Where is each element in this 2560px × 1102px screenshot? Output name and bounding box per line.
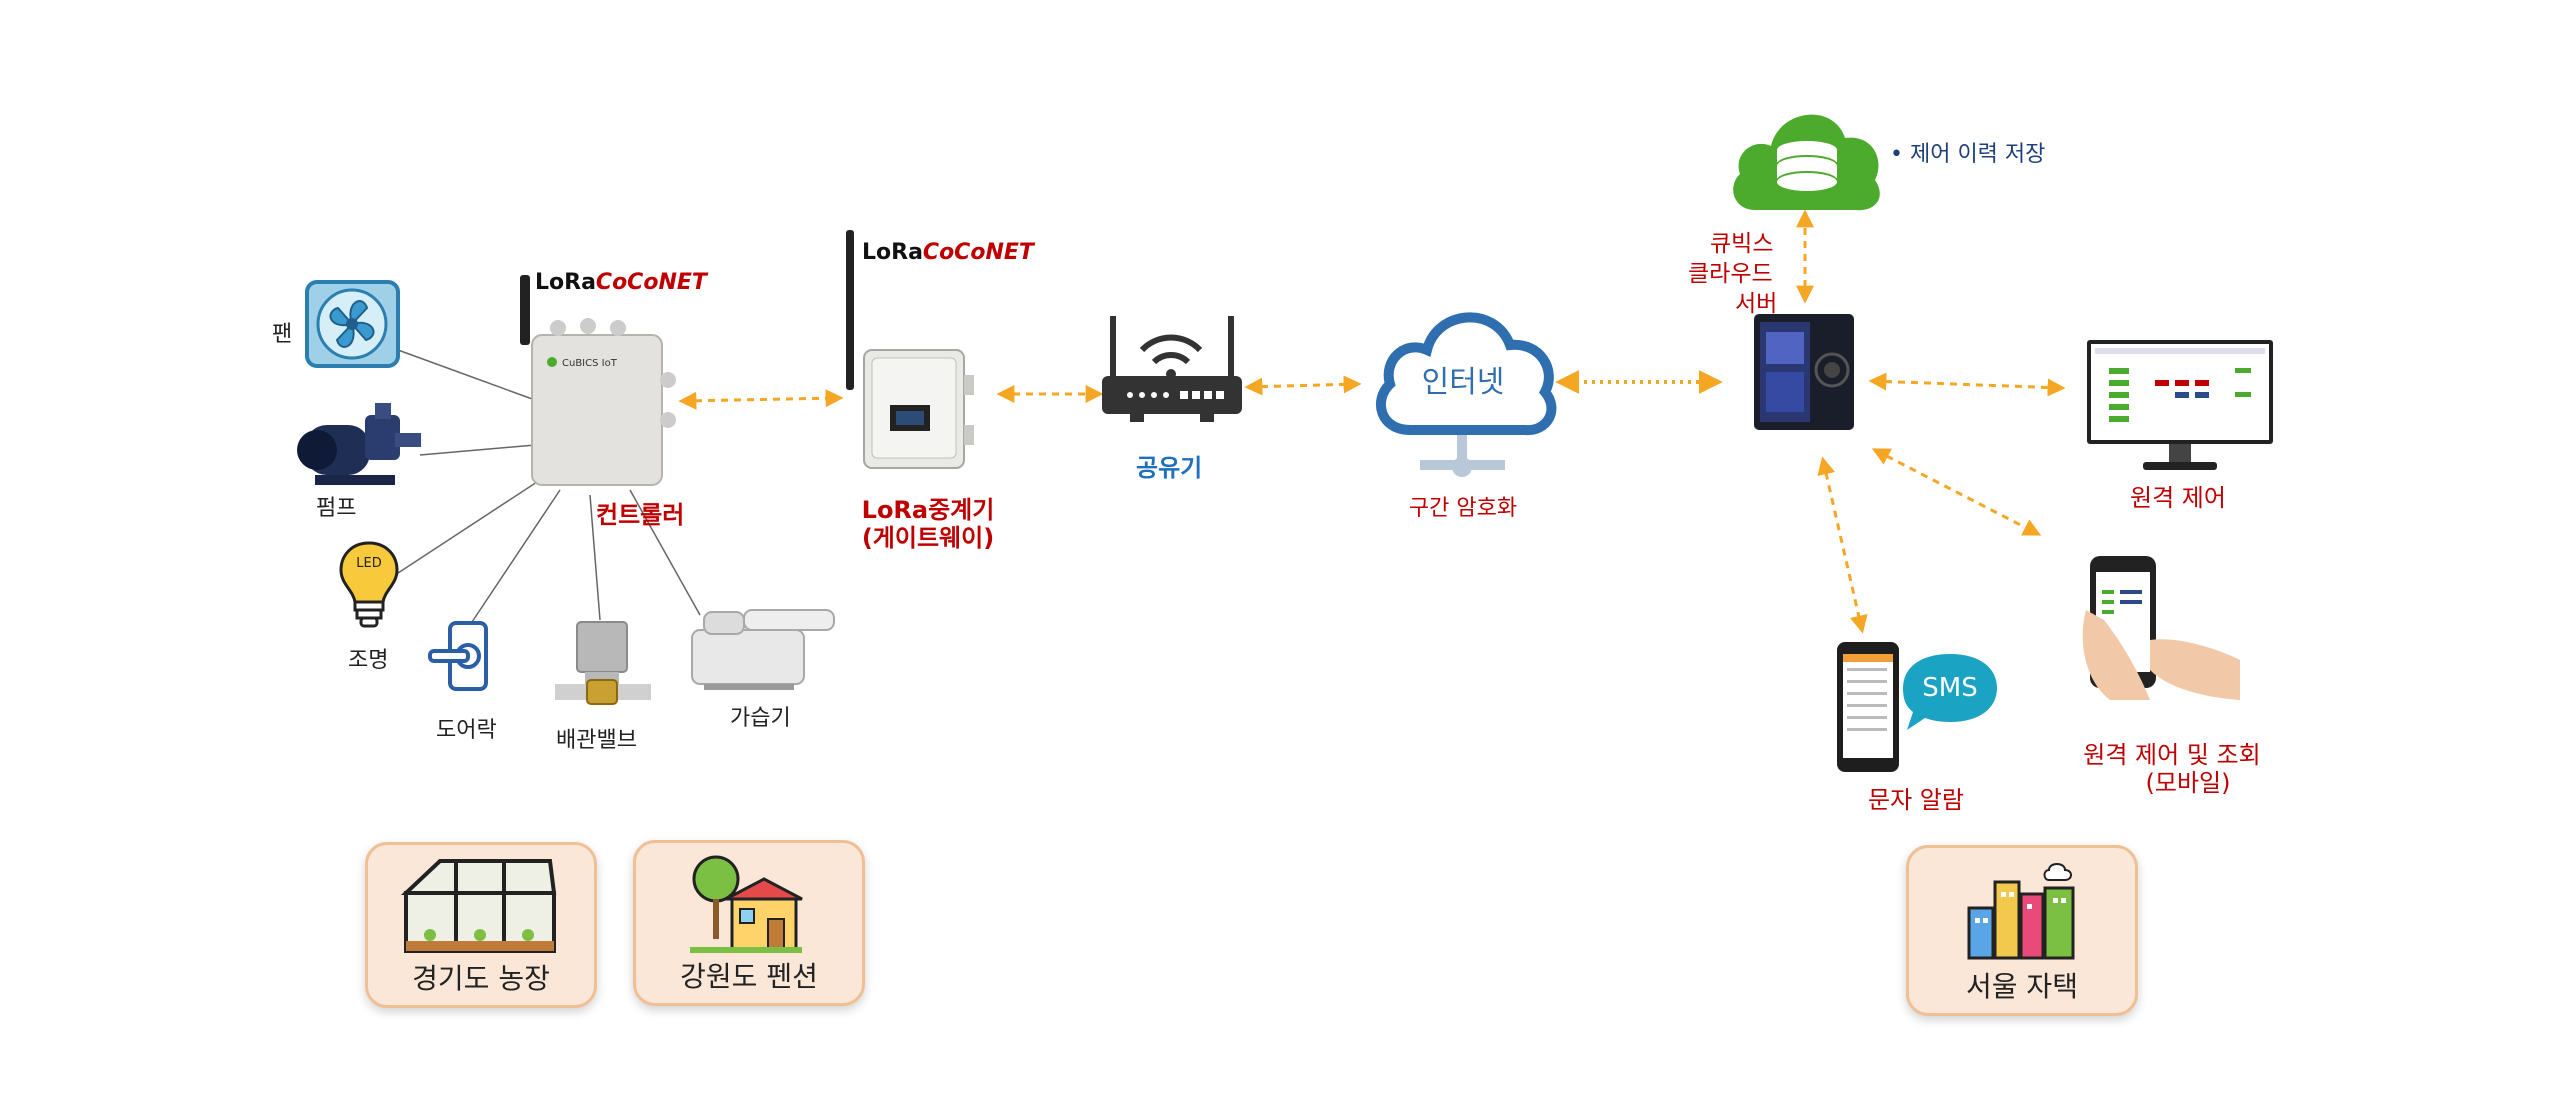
router-icon bbox=[1102, 316, 1242, 422]
location-card-pension: 강원도 펜션 bbox=[633, 840, 865, 1006]
house-icon bbox=[690, 855, 803, 953]
arrow-controller-gateway bbox=[678, 389, 844, 410]
pipe-valve-label: 배관밸브 bbox=[556, 728, 637, 753]
device-wires bbox=[394, 349, 701, 626]
arrow-router-internet bbox=[1244, 375, 1362, 396]
led-text: LED bbox=[356, 556, 381, 571]
pipe-valve-icon bbox=[555, 621, 651, 705]
server-label-line2: 클라우드 bbox=[1688, 261, 1773, 287]
gateway-brand: LoRaCoCoNET bbox=[862, 240, 1034, 265]
server-label-line1: 큐빅스 bbox=[1710, 231, 1774, 257]
lora-text: LoRa bbox=[862, 240, 923, 265]
mobile-hand-icon bbox=[2082, 556, 2240, 700]
greenhouse-icon bbox=[400, 859, 557, 953]
humidifier-icon bbox=[691, 609, 835, 690]
gateway-label-line1: LoRa중계기 bbox=[861, 496, 995, 524]
remote-mobile-label-line2: (모바일) bbox=[2145, 769, 2231, 797]
location-card-home: 서울 자택 bbox=[1906, 845, 2138, 1016]
arrow-server-mobile bbox=[1871, 448, 2042, 536]
light-label: 조명 bbox=[348, 648, 389, 673]
sms-phone-icon: SMS bbox=[1837, 642, 1997, 772]
controller-brand: LoRaCoCoNET bbox=[535, 270, 707, 295]
pump-icon bbox=[297, 403, 421, 485]
location-label-farm: 경기도 농장 bbox=[412, 962, 550, 995]
remote-mobile-label-line1: 원격 제어 및 조회 bbox=[2083, 741, 2261, 769]
svg-text:CuBICS IoT: CuBICS IoT bbox=[562, 358, 618, 369]
arrow-server-sms bbox=[1817, 456, 1868, 634]
gateway-device bbox=[846, 230, 974, 469]
door-lock-label: 도어락 bbox=[436, 718, 497, 743]
arrow-server-monitor bbox=[1868, 372, 2066, 397]
lora-text: LoRa bbox=[535, 270, 596, 295]
internet-cloud-icon bbox=[1376, 312, 1557, 477]
sms-alarm-label: 문자 알람 bbox=[1868, 786, 1964, 814]
location-label-pension: 강원도 펜션 bbox=[680, 960, 818, 993]
coconet-text: CoCoNET bbox=[922, 240, 1034, 265]
internet-label: 인터넷 bbox=[1421, 365, 1505, 400]
door-lock-icon bbox=[428, 621, 488, 691]
fan-icon bbox=[305, 280, 400, 368]
monitor-icon bbox=[2087, 340, 2273, 470]
humidifier-label: 가습기 bbox=[730, 706, 791, 731]
city-buildings-icon bbox=[1967, 863, 2075, 960]
encryption-label: 구간 암호화 bbox=[1408, 496, 1518, 521]
pump-label: 펌프 bbox=[316, 496, 357, 521]
router-label: 공유기 bbox=[1136, 454, 1203, 482]
database-cloud-icon bbox=[1733, 114, 1880, 211]
controller-device: CuBICS IoT bbox=[520, 275, 676, 486]
server-tower-icon bbox=[1754, 314, 1854, 430]
location-card-farm: 경기도 농장 bbox=[365, 842, 597, 1008]
history-label: • 제어 이력 저장 bbox=[1890, 142, 2046, 167]
location-label-home: 서울 자택 bbox=[1966, 970, 2078, 1003]
sms-text: SMS bbox=[1922, 673, 1977, 703]
remote-control-label: 원격 제어 bbox=[2130, 484, 2226, 512]
coconet-text: CoCoNET bbox=[595, 270, 707, 295]
fan-label: 팬 bbox=[272, 322, 293, 347]
controller-label: 컨트롤러 bbox=[596, 501, 685, 529]
gateway-label-line2: (게이트웨이) bbox=[861, 524, 995, 552]
light-bulb-icon: LED bbox=[339, 541, 399, 628]
server-label-line3: 서버 bbox=[1735, 291, 1778, 317]
